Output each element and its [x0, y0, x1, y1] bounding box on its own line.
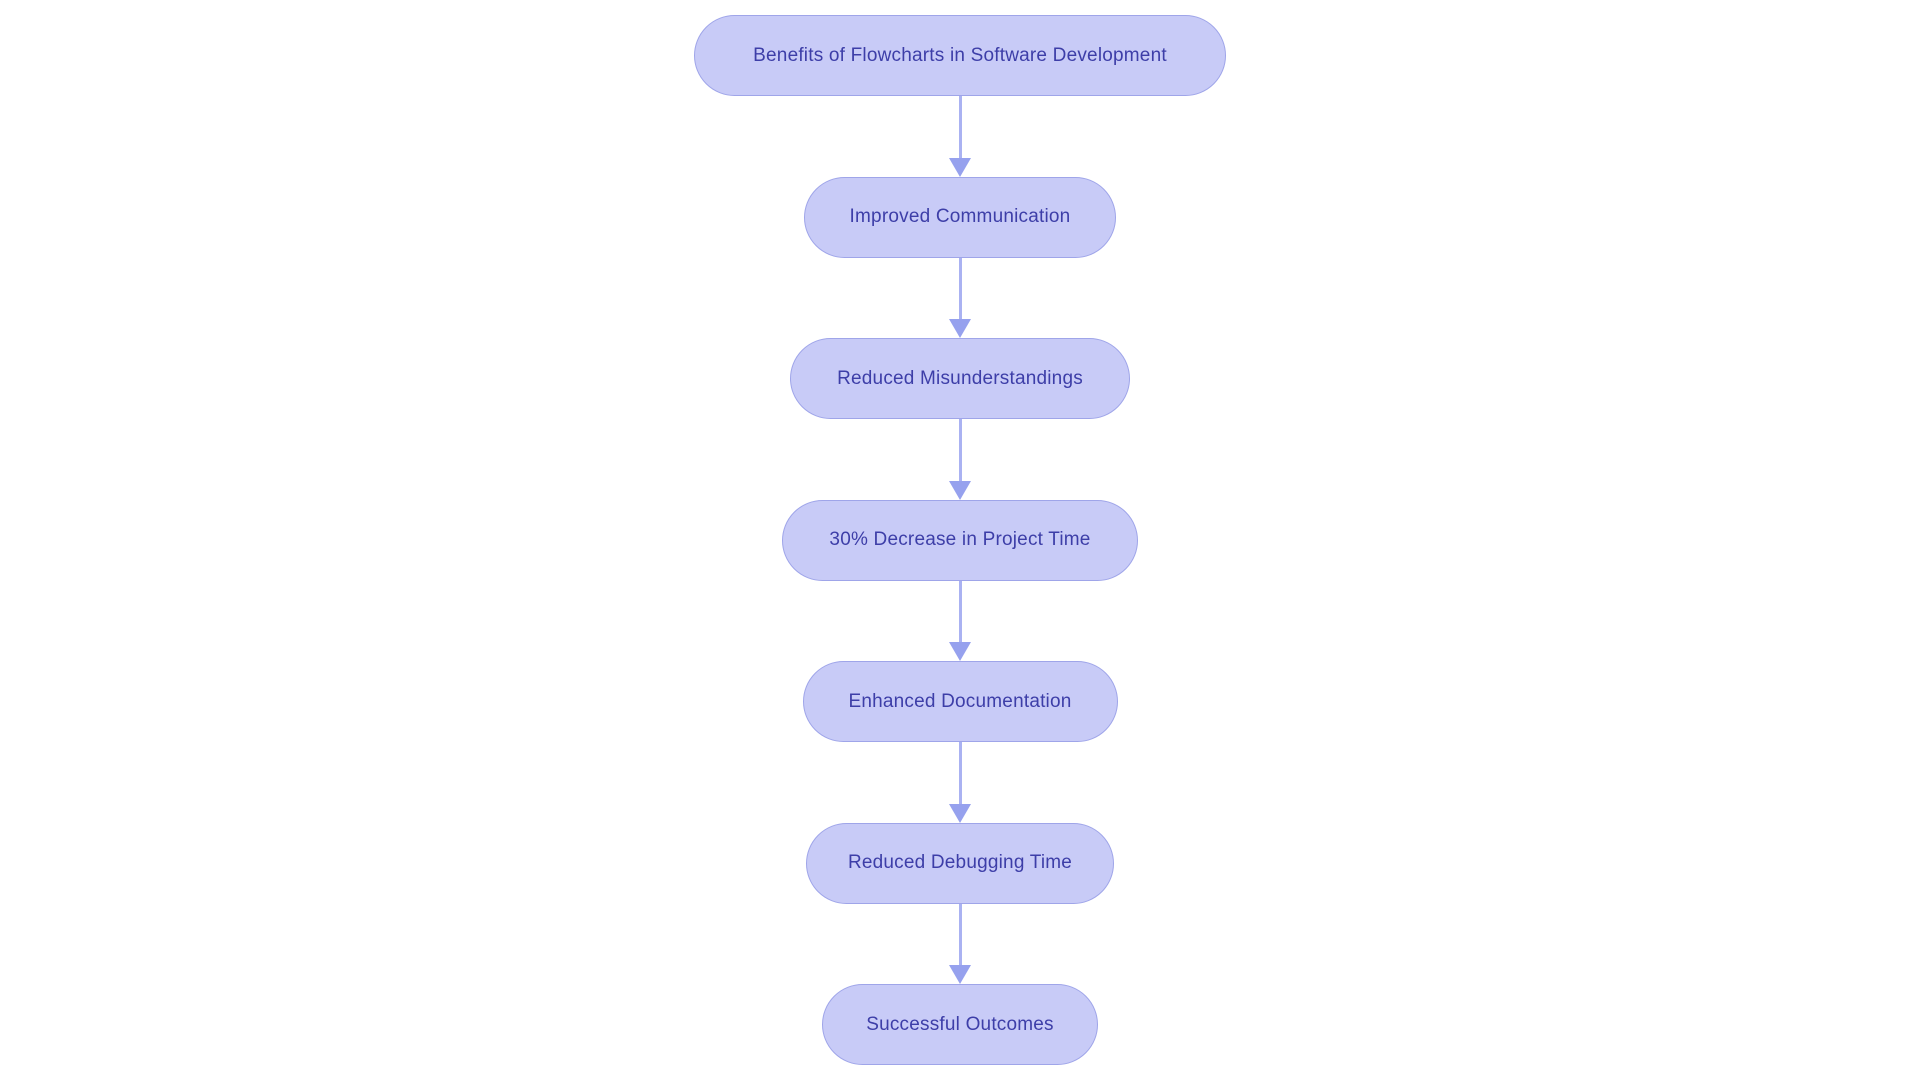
flow-node-label: Reduced Debugging Time — [847, 852, 1073, 873]
flow-node-reduced-misunderstandings: Reduced Misunderstandings — [790, 338, 1130, 419]
flow-node-successful-outcomes: Successful Outcomes — [822, 984, 1098, 1065]
arrow-down-head — [949, 319, 971, 338]
flow-arrow-5 — [948, 742, 972, 823]
flow-node-label: Benefits of Flowcharts in Software Devel… — [753, 44, 1167, 66]
flow-node-benefits: Benefits of Flowcharts in Software Devel… — [694, 15, 1226, 96]
arrow-line — [958, 419, 962, 481]
flow-node-improved-communication: Improved Communication — [804, 176, 1116, 258]
flowchart: Benefits of Flowcharts in Software Devel… — [0, 15, 1920, 1065]
flow-arrow-3 — [948, 419, 972, 500]
arrow-line — [958, 742, 962, 804]
flow-node-label: Improved Communication — [849, 206, 1071, 227]
arrow-down-head — [949, 480, 971, 500]
flow-node-label: 30% Decrease in Project Time — [829, 529, 1091, 550]
flow-arrow-4 — [948, 580, 972, 661]
arrow-line — [958, 257, 962, 319]
arrow-down-head — [949, 803, 971, 823]
arrow-down-head — [949, 965, 971, 984]
arrow-line — [958, 96, 962, 158]
arrow-line — [958, 903, 962, 965]
flow-node-label: Successful Outcomes — [866, 1013, 1054, 1035]
arrow-down-head — [949, 157, 971, 177]
flow-node-decrease-project-time: 30% Decrease in Project Time — [782, 499, 1138, 581]
flow-node-reduced-debugging-time: Reduced Debugging Time — [806, 822, 1114, 904]
flow-arrow-2 — [948, 257, 972, 338]
flow-node-enhanced-documentation: Enhanced Documentation — [802, 661, 1118, 742]
flow-arrow-1 — [948, 96, 972, 177]
flow-arrow-6 — [948, 903, 972, 984]
arrow-down-head — [949, 642, 971, 661]
arrow-line — [958, 580, 962, 642]
flow-node-label: Enhanced Documentation — [848, 690, 1072, 712]
flow-node-label: Reduced Misunderstandings — [837, 367, 1083, 389]
